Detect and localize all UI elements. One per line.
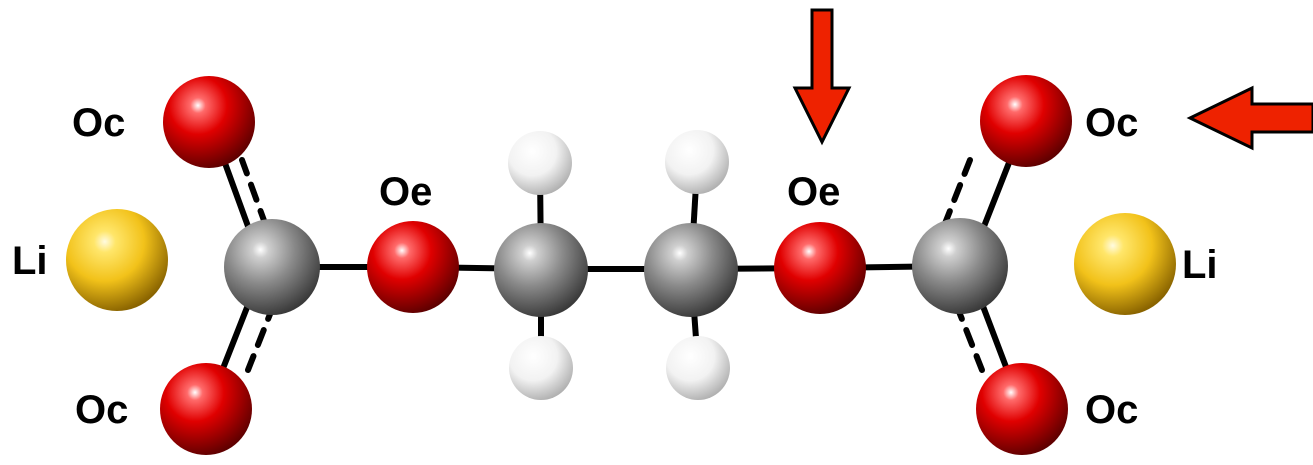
lithium-atom-right xyxy=(1074,213,1176,315)
left-arrow-icon xyxy=(1186,85,1313,151)
carbon-carboxyl-right xyxy=(912,218,1008,314)
bond-c1-oc-bottom-dashed xyxy=(245,301,277,373)
oxygen-carbonyl-top-right xyxy=(980,75,1072,167)
hydrogen-top-right xyxy=(665,130,729,194)
label-li-right: Li xyxy=(1182,243,1218,287)
oxygen-ether-right xyxy=(774,222,866,314)
label-oc-bottom-left: Oc xyxy=(75,388,128,432)
label-oc-top-right: Oc xyxy=(1085,101,1138,145)
carbon-methylene-left xyxy=(494,223,588,317)
label-oc-bottom-right: Oc xyxy=(1085,388,1138,432)
label-oc-top-left: Oc xyxy=(72,101,125,145)
carbon-methylene-right xyxy=(644,223,738,317)
labels: Oc Oc Li Oe Oe Oc Oc Li xyxy=(12,101,1218,432)
down-arrow-icon xyxy=(792,8,852,146)
hydrogen-bottom-left xyxy=(509,336,573,400)
oxygen-carbonyl-top-left xyxy=(163,76,255,168)
oxygen-ether-left xyxy=(367,221,459,313)
bond-c1-oc-top-dashed xyxy=(239,157,269,229)
oxygen-carbonyl-bottom-right xyxy=(976,363,1068,455)
bond-c4-oc-top-dashed xyxy=(941,157,973,229)
carbon-carboxyl-left xyxy=(224,219,320,315)
oxygen-carbonyl-bottom-left xyxy=(160,363,252,455)
lithium-atom-left xyxy=(66,209,168,311)
bonds xyxy=(204,119,1028,412)
label-li-left: Li xyxy=(12,239,48,283)
label-oe-right: Oe xyxy=(787,170,840,214)
label-oe-left: Oe xyxy=(379,170,432,214)
hydrogen-bottom-right xyxy=(666,336,730,400)
atoms xyxy=(66,75,1176,455)
bond-c4-oc-bottom-dashed xyxy=(953,301,985,373)
hydrogen-top-left xyxy=(508,131,572,195)
arrows xyxy=(792,8,1313,151)
